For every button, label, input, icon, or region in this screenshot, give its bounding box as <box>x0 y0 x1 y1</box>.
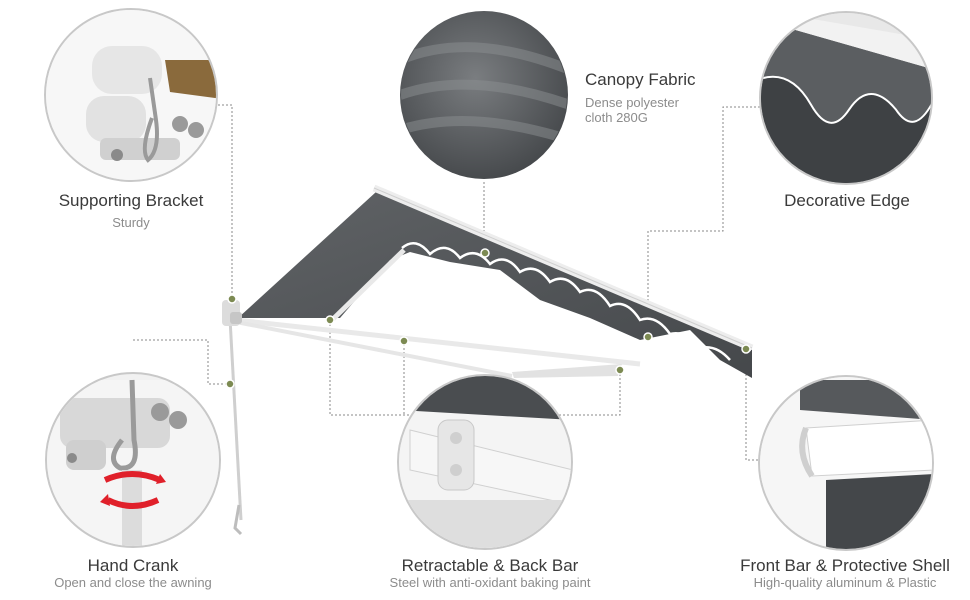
fabric-subtitle-line-2: cloth 280G <box>585 110 648 125</box>
fabric-title: Canopy Fabric <box>585 70 696 89</box>
bar-subtitle: Steel with anti-oxidant baking paint <box>389 575 591 590</box>
front-subtitle: High-quality aluminum & Plastic <box>753 575 937 590</box>
fabric-subtitle-line-1: Dense polyester <box>585 95 679 110</box>
front-title: Front Bar & Protective Shell <box>740 556 950 575</box>
front-bar-detail-image <box>758 375 934 551</box>
bracket-title: Supporting Bracket <box>58 191 204 210</box>
arm-detail-image <box>397 374 573 550</box>
bracket-subtitle: Sturdy <box>112 215 150 230</box>
edge-detail-image <box>759 11 933 185</box>
bracket-detail-image <box>44 8 218 182</box>
crank-subtitle: Open and close the awning <box>54 575 212 590</box>
crank-detail-image <box>45 372 221 548</box>
crank-title: Hand Crank <box>87 556 179 575</box>
fabric-detail-image <box>400 11 568 179</box>
callout-markers <box>225 248 751 389</box>
awning <box>222 184 754 536</box>
edge-title: Decorative Edge <box>784 191 910 210</box>
bar-title: Retractable & Back Bar <box>401 556 579 575</box>
